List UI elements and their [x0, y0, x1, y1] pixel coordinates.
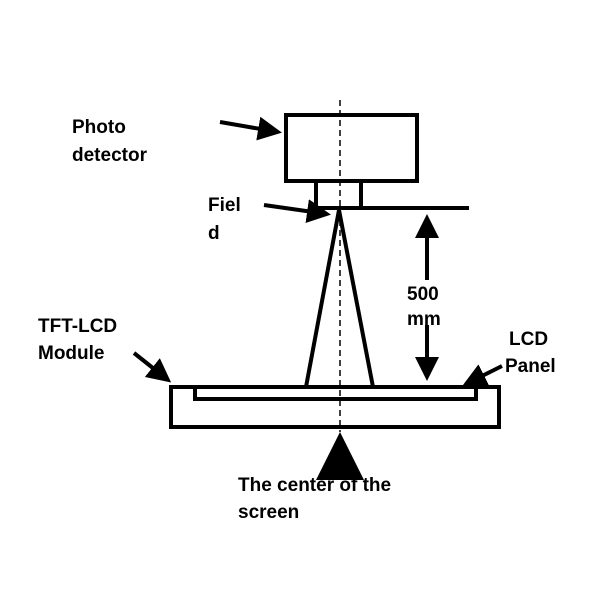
panel-pointer-arrow: [462, 364, 503, 386]
field-label-1: Fiel: [208, 195, 241, 216]
photo-detector-pointer-arrow: [219, 116, 282, 141]
photo-detector-body: [284, 113, 419, 183]
photo-detector-label-1: Photo: [72, 117, 126, 138]
field-label-2: d: [208, 223, 220, 244]
photo-detector-label-2: detector: [72, 145, 148, 166]
screen-center-label-2: screen: [238, 502, 299, 523]
field-cone: [304, 209, 375, 388]
field-pointer-arrow: [263, 199, 331, 224]
lcd-panel-label-1: LCD: [509, 329, 548, 350]
lcd-panel: [193, 385, 478, 401]
screen-center-label-1: The center of the: [238, 475, 391, 496]
distance-label-2: mm: [407, 309, 441, 330]
module-pointer-arrow: [132, 351, 172, 383]
tft-lcd-module-label-2: Module: [38, 343, 105, 364]
photo-detector-lens: [314, 179, 363, 210]
tft-lcd-module-label-1: TFT-LCD: [38, 316, 117, 337]
tft-lcd-module: [169, 385, 501, 429]
distance-label-1: 500: [407, 284, 439, 305]
lcd-panel-label-2: Panel: [505, 356, 556, 377]
